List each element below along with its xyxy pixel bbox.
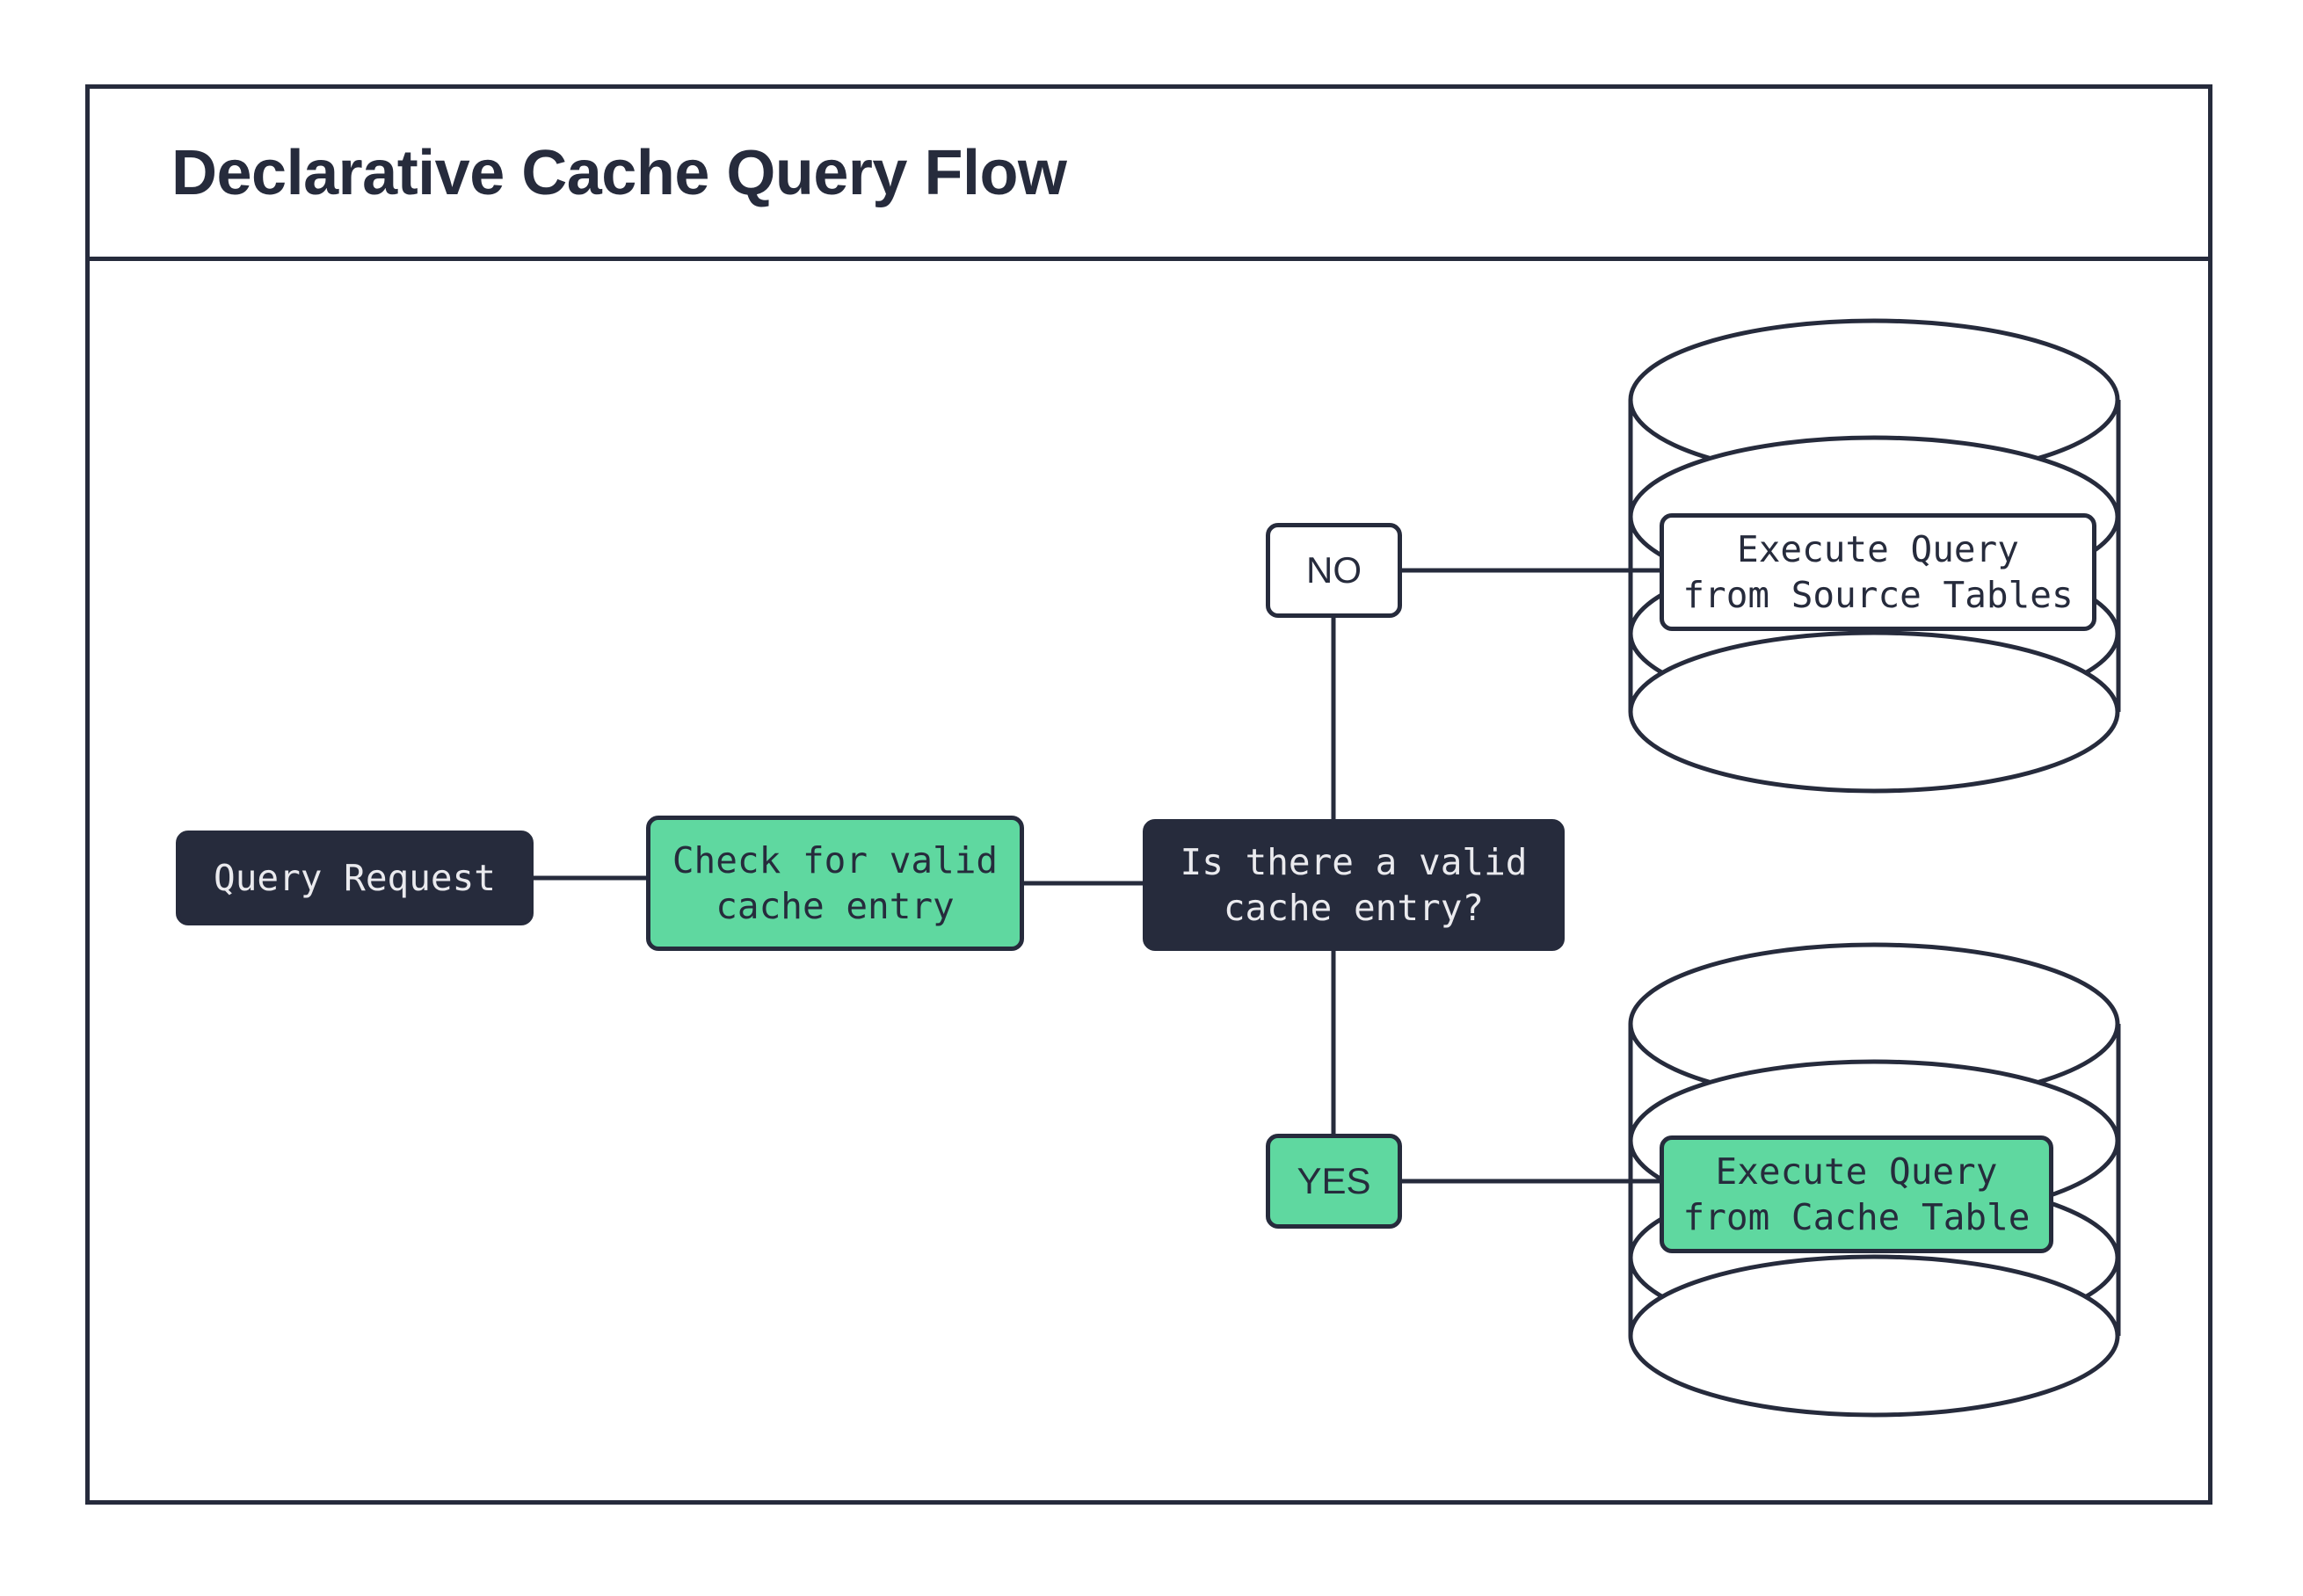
page-title: Declarative Cache Query Flow — [171, 137, 1067, 208]
node-decision-valid-cache-entry[interactable]: Is there a valid cache entry? — [1143, 819, 1565, 951]
title-bar: Declarative Cache Query Flow — [90, 89, 2208, 261]
node-execute-query-from-source-tables[interactable]: Execute Query from Source Tables — [1660, 513, 2096, 631]
node-query-request[interactable]: Query Request — [176, 831, 534, 925]
diagram-frame: Declarative Cache Query Flow — [85, 84, 2212, 1505]
node-check-valid-cache-entry[interactable]: Check for valid cache entry — [646, 816, 1024, 951]
edge-label-yes: YES — [1266, 1134, 1402, 1229]
edge-label-no: NO — [1266, 523, 1402, 618]
node-execute-query-from-cache-table[interactable]: Execute Query from Cache Table — [1660, 1135, 2053, 1253]
